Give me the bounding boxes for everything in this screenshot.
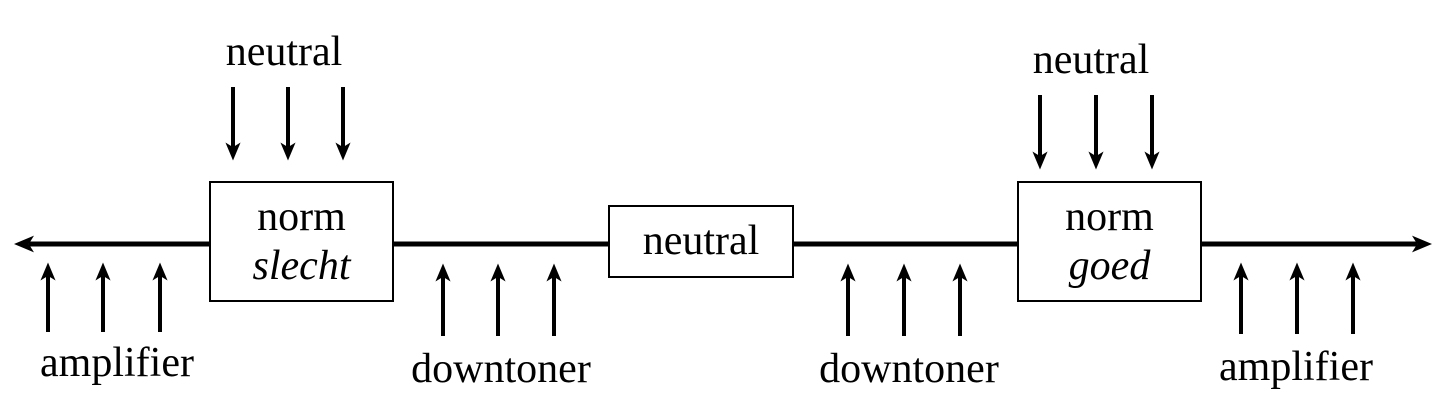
norm-slecht-line1: norm [257,193,346,240]
norm-slecht-box: norm slecht [209,181,394,302]
downtoner-label-left: downtoner [411,346,591,392]
neutral-label-left: neutral [225,29,343,75]
amplifier-label-left: amplifier [40,340,194,386]
norm-goed-box: norm goed [1017,181,1202,302]
neutral-label-right: neutral [1032,37,1150,83]
amplifier-label-right: amplifier [1219,344,1373,390]
neutral-box-label: neutral [642,218,760,264]
downtoner-label-right: downtoner [819,346,999,392]
neutral-box: neutral [608,205,794,278]
norm-goed-line2: goed [1068,242,1151,289]
norm-slecht-line2: slecht [252,242,351,289]
norm-goed-line1: norm [1065,193,1154,240]
